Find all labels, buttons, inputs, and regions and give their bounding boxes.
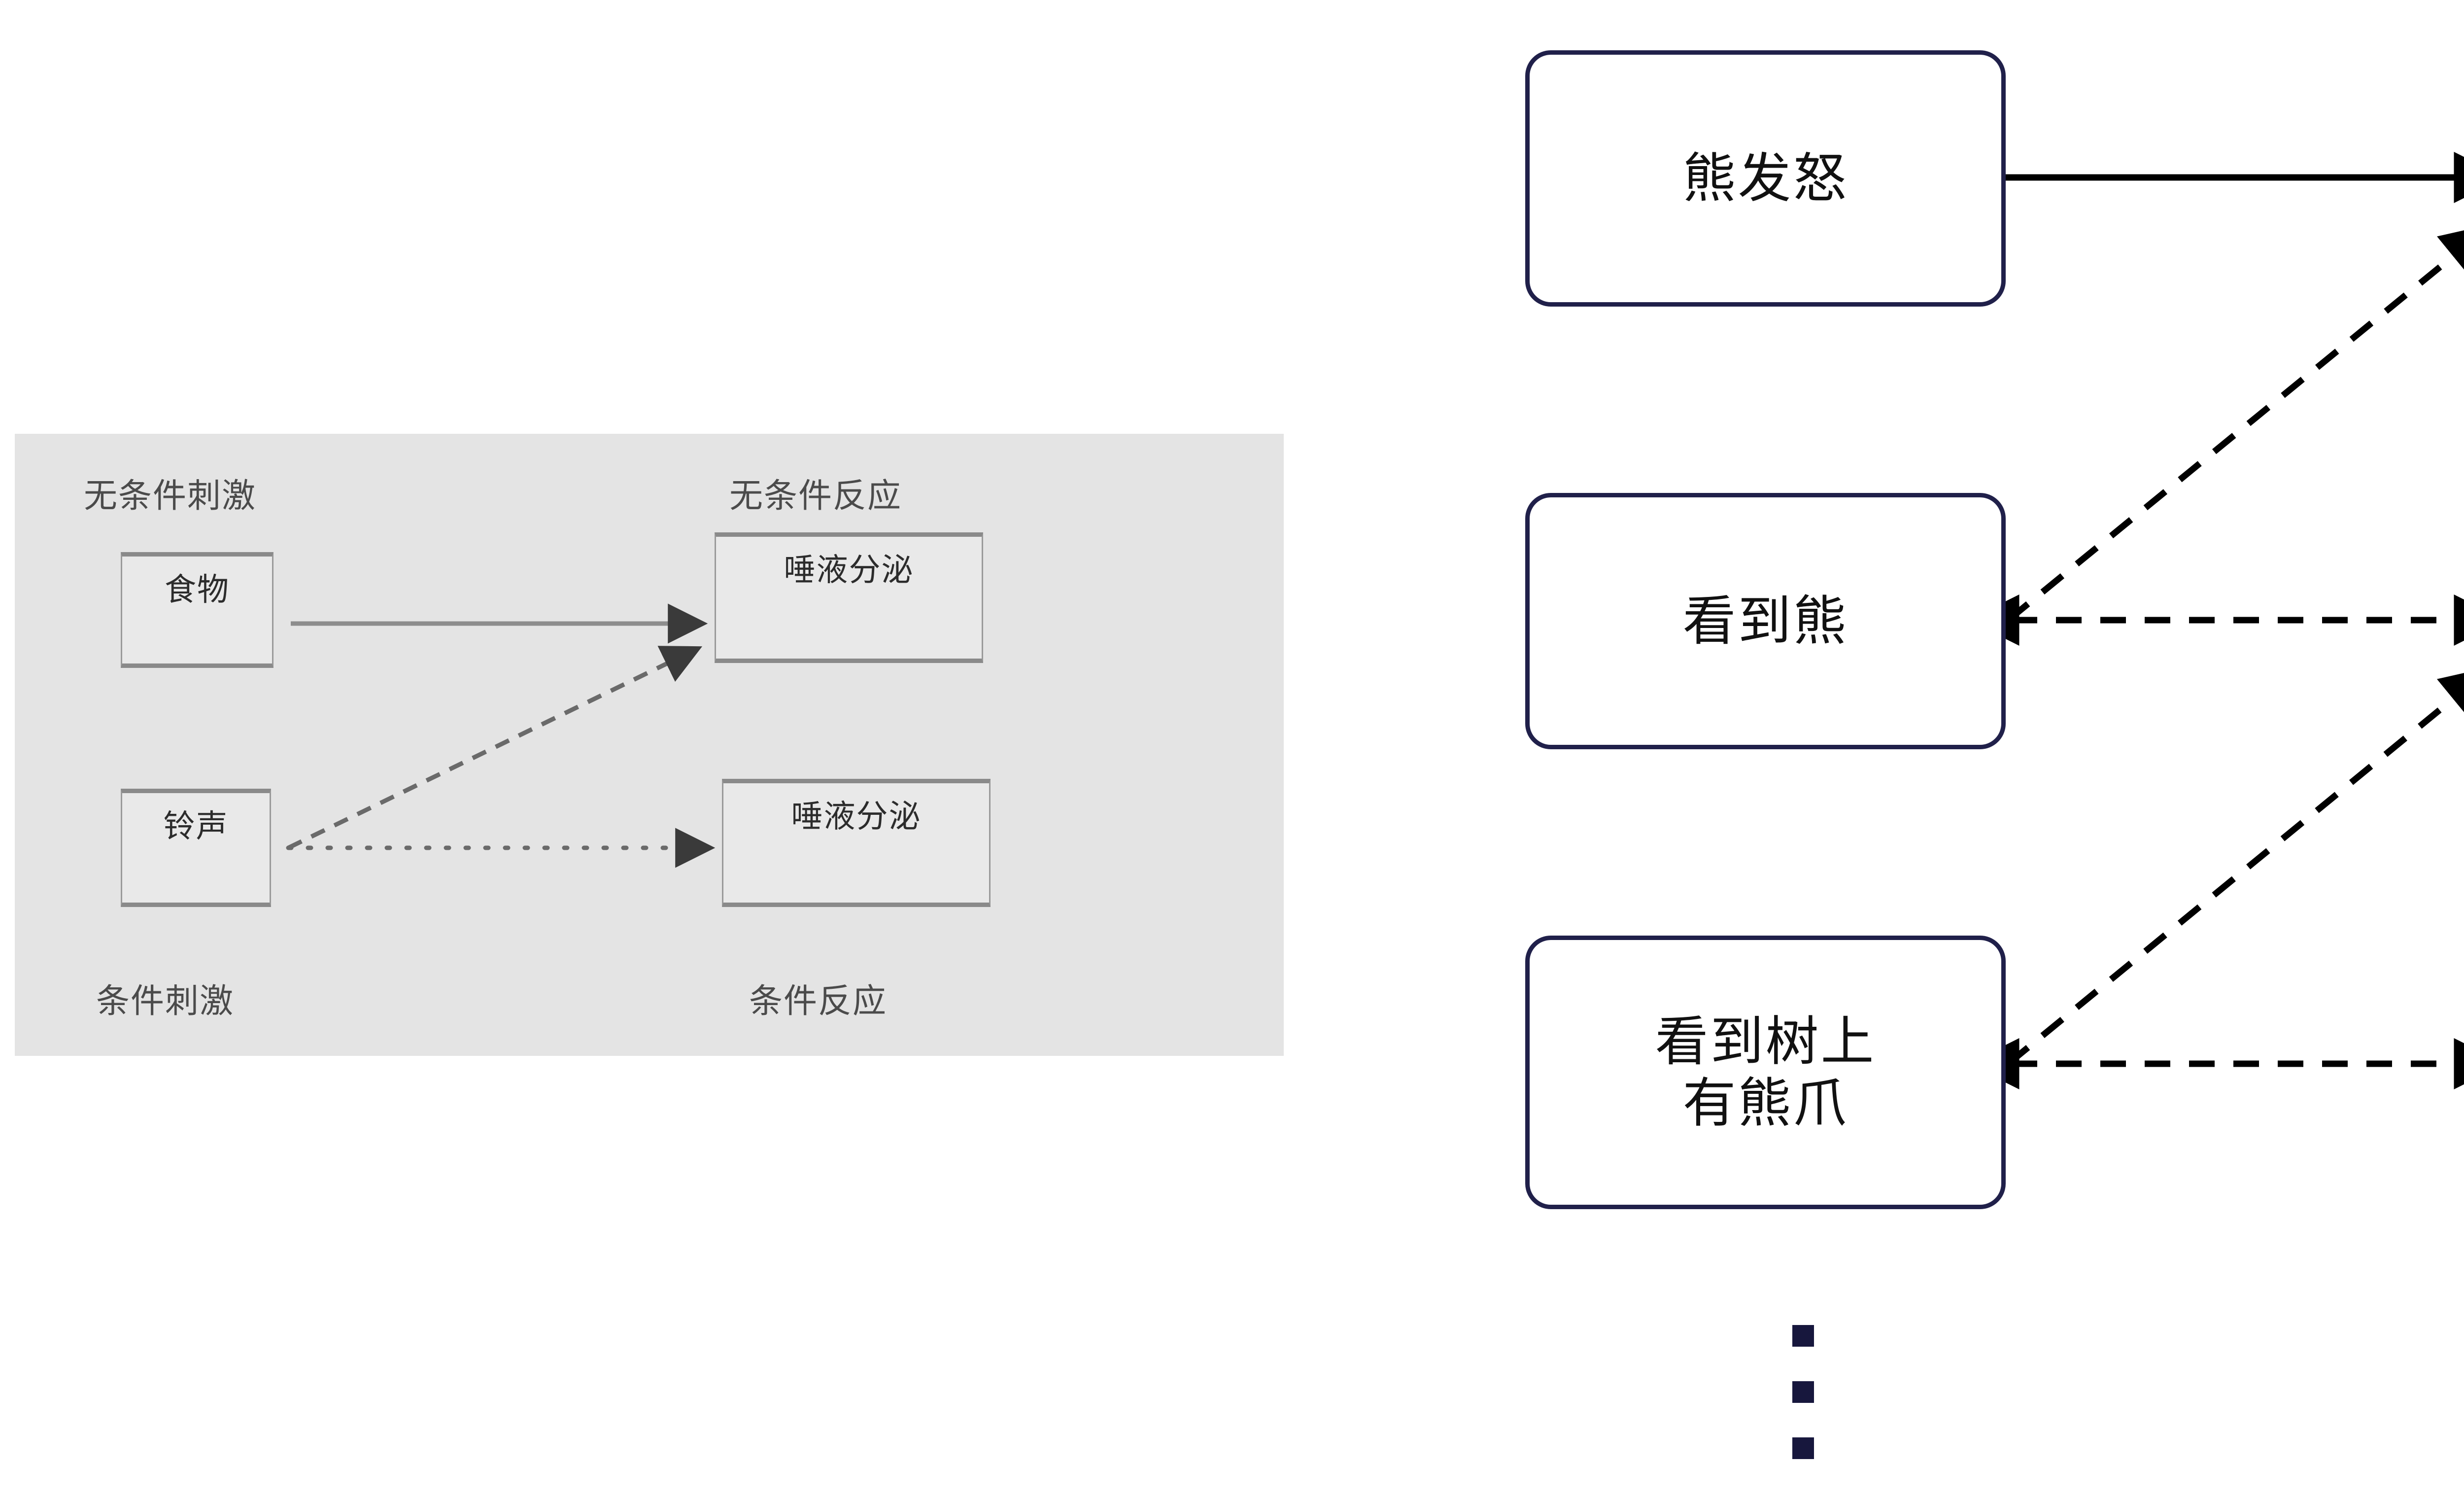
node-claw-on-tree-line1: 看到树上 xyxy=(1655,1011,1876,1072)
node-claw-on-tree-line2: 有熊爪 xyxy=(1682,1073,1848,1133)
left-column-ellipsis-dot-3 xyxy=(1792,1437,1814,1459)
node-bear-angry[interactable]: 熊发怒 xyxy=(1525,50,2006,307)
pavlov-box-food: 食物 xyxy=(121,552,274,668)
edge-see-bear-to-reward xyxy=(2006,224,2464,623)
pavlov-box-bell: 铃声 xyxy=(121,789,271,907)
classical-conditioning-panel: 无条件刺激 无条件反应 条件刺激 条件反应 食物 铃声 xyxy=(15,434,1284,1056)
classical-conditioning-arrows xyxy=(286,603,716,868)
node-see-bear-label: 看到熊 xyxy=(1682,591,1848,651)
label-conditioned-stimulus: 条件刺激 xyxy=(96,982,235,1020)
label-unconditioned-response: 无条件反应 xyxy=(729,477,902,515)
pavlov-box-food-label: 食物 xyxy=(165,572,230,607)
pavlov-box-salivation-top: 唾液分泌 xyxy=(715,532,983,663)
left-column-ellipsis-dot-2 xyxy=(1792,1381,1814,1403)
node-see-bear[interactable]: 看到熊 xyxy=(1525,493,2006,749)
arrow-bell-to-salivation-diagonal xyxy=(287,646,703,850)
node-claw-on-tree-label: 看到树上 有熊爪 xyxy=(1655,1011,1876,1133)
left-column-ellipsis-dot-1 xyxy=(1792,1325,1814,1347)
edge-claw-to-v-s-prime xyxy=(2006,666,2464,1067)
pavlov-box-salivation-bottom: 唾液分泌 xyxy=(722,779,991,907)
pavlov-box-salivation-bottom-label: 唾液分泌 xyxy=(791,799,922,834)
pavlov-box-bell-label: 铃声 xyxy=(163,808,229,844)
node-claw-on-tree[interactable]: 看到树上 有熊爪 xyxy=(1525,936,2006,1209)
label-unconditioned-stimulus: 无条件刺激 xyxy=(84,477,257,515)
pavlov-box-salivation-top-label: 唾液分泌 xyxy=(784,552,914,588)
node-bear-angry-label: 熊发怒 xyxy=(1682,148,1848,208)
label-conditioned-response: 条件反应 xyxy=(749,982,888,1020)
